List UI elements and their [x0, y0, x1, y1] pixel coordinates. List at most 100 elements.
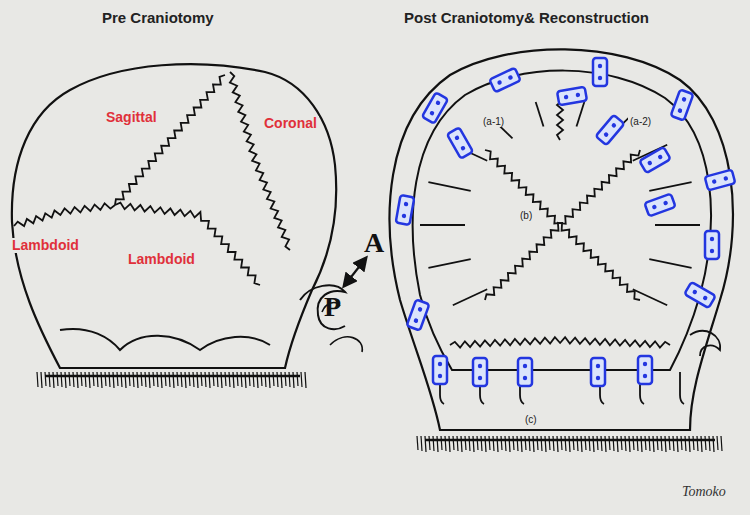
fixation-plate: [596, 115, 625, 145]
hatch-stroke: [201, 372, 202, 386]
screw: [413, 318, 419, 324]
hatch-stroke: [213, 372, 214, 386]
hatch-stroke: [581, 436, 582, 452]
ground-hatching: [37, 372, 722, 452]
hatch-stroke: [717, 436, 718, 450]
screw: [478, 376, 482, 380]
screw: [596, 376, 600, 380]
hatch-stroke: [577, 436, 578, 451]
screw: [710, 249, 714, 253]
hatch-stroke: [625, 436, 626, 451]
fixation-plate: [639, 147, 670, 173]
stave-gap: [536, 102, 544, 127]
stave-gap: [453, 289, 487, 305]
hatch-stroke: [293, 372, 294, 388]
fixation-plate: [447, 127, 473, 158]
hatch-stroke: [289, 372, 290, 387]
hatch-stroke: [277, 372, 278, 387]
hatch-stroke: [209, 372, 210, 388]
ground-line: [425, 439, 715, 442]
plate-body: [639, 147, 670, 173]
fixation-plate: [518, 358, 532, 386]
hatch-stroke: [697, 436, 698, 451]
hatch-stroke: [529, 436, 530, 451]
hatch-stroke: [669, 436, 670, 450]
hatch-stroke: [709, 436, 710, 451]
direction-arrow: [344, 258, 366, 286]
suture-line: [115, 203, 260, 285]
ear: [690, 331, 720, 356]
hatch-stroke: [121, 372, 122, 387]
suture-label: Sagittal: [104, 110, 159, 125]
hatch-stroke: [137, 372, 138, 388]
hatch-stroke: [701, 436, 702, 452]
stave-gap: [420, 224, 465, 226]
hatch-stroke: [305, 372, 306, 388]
hatch-stroke: [113, 372, 114, 388]
hatch-stroke: [601, 436, 602, 451]
hatch-stroke: [481, 436, 482, 451]
hatch-stroke: [473, 436, 474, 452]
hatch-stroke: [97, 372, 98, 387]
suture-line: [14, 203, 115, 226]
hatch-stroke: [449, 436, 450, 452]
hatch-stroke: [633, 436, 634, 450]
screw: [681, 97, 687, 103]
hatch-stroke: [489, 436, 490, 450]
stave-gap: [680, 372, 684, 404]
screw: [657, 154, 663, 160]
stave-gap: [428, 259, 470, 268]
hatch-stroke: [229, 372, 230, 387]
hatch-stroke: [545, 436, 546, 452]
hatch-stroke: [553, 436, 554, 451]
hatch-stroke: [549, 436, 550, 450]
hatch-stroke: [205, 372, 206, 387]
skull-inner: [413, 71, 711, 370]
hatch-stroke: [73, 372, 74, 387]
hatch-stroke: [461, 436, 462, 452]
hatch-stroke: [109, 372, 110, 387]
hatch-stroke: [433, 436, 434, 451]
hatch-stroke: [565, 436, 566, 451]
screw: [598, 64, 602, 68]
fixation-plate: [593, 58, 607, 86]
hatch-stroke: [537, 436, 538, 450]
hatch-stroke: [85, 372, 86, 387]
screw: [460, 145, 466, 151]
hatch-stroke: [673, 436, 674, 451]
hatch-stroke: [637, 436, 638, 451]
hatch-stroke: [165, 372, 166, 386]
part-label: (b): [518, 210, 534, 221]
plate-body: [447, 127, 473, 158]
hatch-stroke: [429, 436, 430, 450]
hatch-stroke: [225, 372, 226, 386]
hatch-stroke: [689, 436, 690, 452]
direction-label: A: [362, 228, 386, 259]
fixation-plate: [557, 87, 587, 106]
hatch-stroke: [269, 372, 270, 388]
hatch-stroke: [593, 436, 594, 452]
hatch-stroke: [441, 436, 442, 450]
skull-outline: [12, 64, 336, 368]
screw: [429, 110, 435, 116]
screw: [497, 80, 503, 86]
plate-body: [591, 358, 605, 386]
hatch-stroke: [525, 436, 526, 450]
hatch-stroke: [465, 436, 466, 450]
plate-body: [705, 170, 736, 191]
hatch-stroke: [249, 372, 250, 386]
plate-body: [473, 358, 487, 386]
screw: [523, 364, 527, 368]
hatch-stroke: [77, 372, 78, 388]
screw: [401, 213, 406, 218]
screw: [643, 362, 647, 366]
hatch-stroke: [477, 436, 478, 450]
suture-label: Coronal: [262, 116, 319, 131]
fixation-plate: [473, 358, 487, 386]
screw: [435, 100, 441, 106]
screw: [454, 135, 460, 141]
plate-body: [684, 282, 715, 308]
hatch-stroke: [617, 436, 618, 452]
hatch-stroke: [497, 436, 498, 452]
screw: [596, 364, 600, 368]
